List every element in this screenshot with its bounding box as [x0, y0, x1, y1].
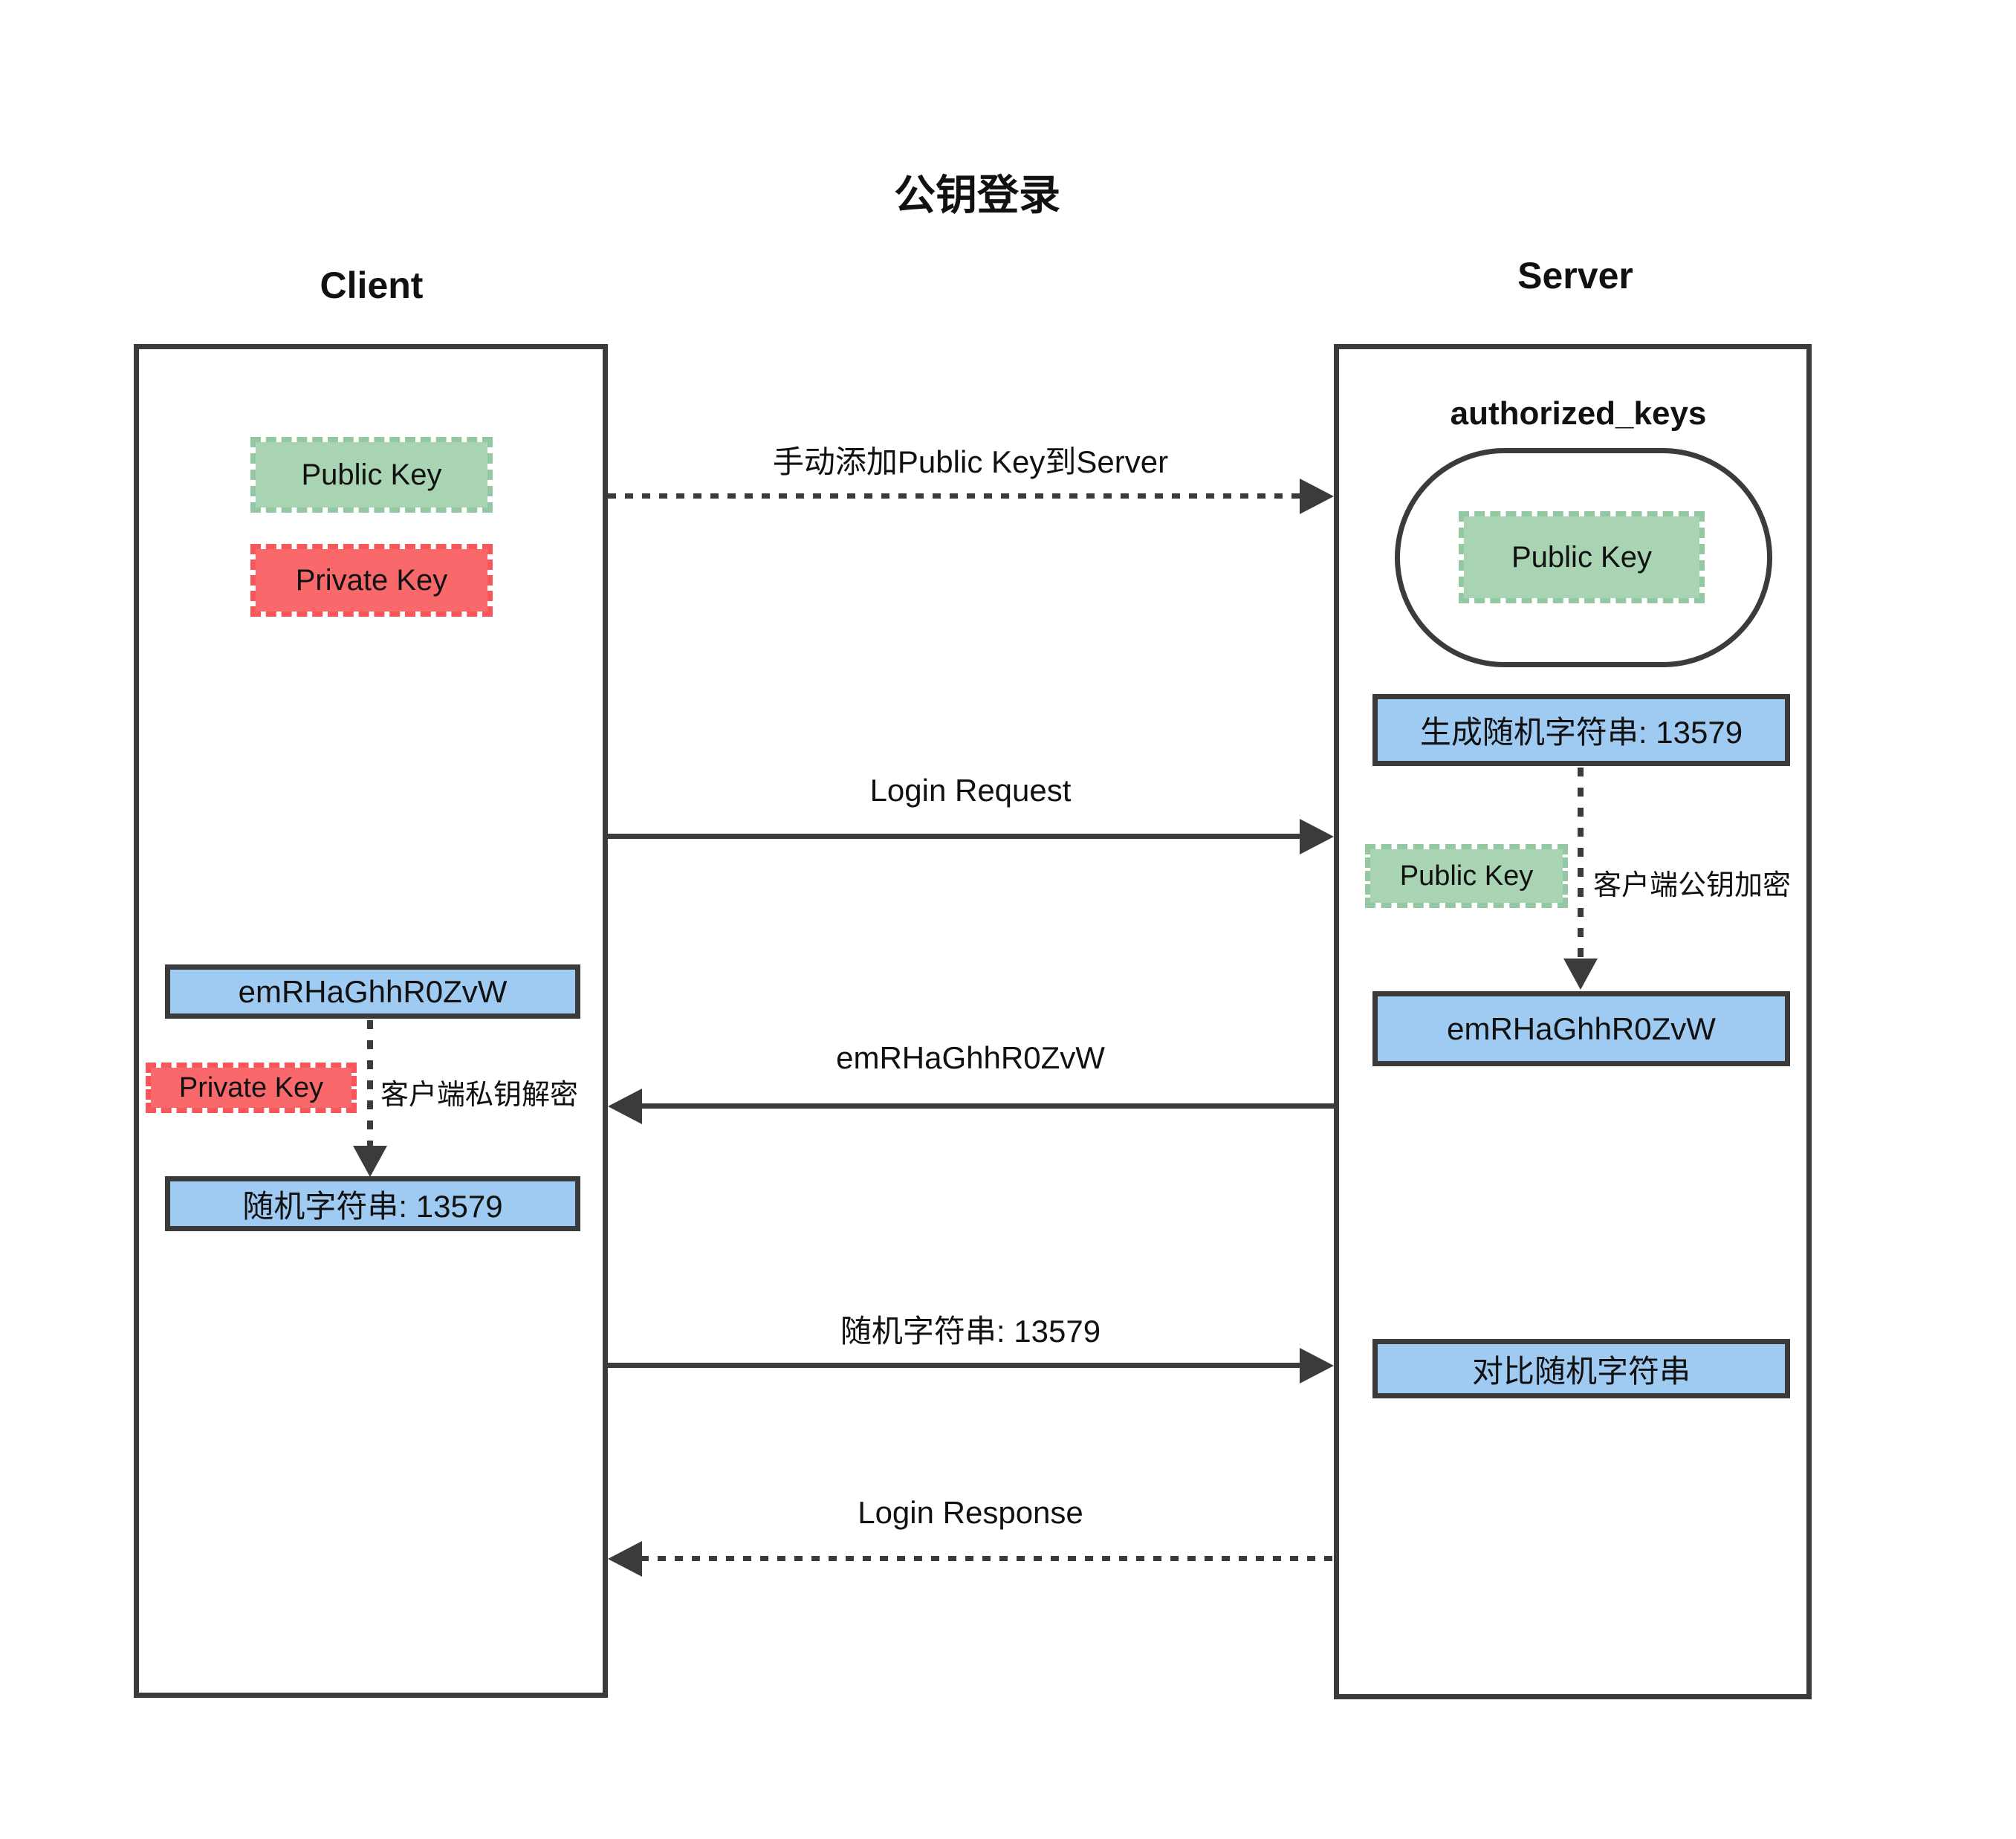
diagram-title: 公钥登录 — [894, 172, 1060, 218]
message-login-request-line — [608, 834, 1301, 839]
client-private-key-label: Private Key — [295, 563, 448, 597]
server-compare-string-box: 对比随机字符串 — [1372, 1339, 1790, 1398]
client-public-key-chip: Public Key — [250, 437, 493, 513]
client-encrypted-string-text: emRHaGhhR0ZvW — [238, 973, 508, 1009]
message-login-request-label: Login Request — [869, 773, 1072, 808]
client-decrypt-key-label: Private Key — [178, 1071, 324, 1103]
server-encrypt-key-label: Public Key — [1399, 860, 1534, 892]
server-generated-string-box: 生成随机字符串: 13579 — [1372, 694, 1790, 766]
server-encrypt-arrow-line — [1578, 768, 1584, 959]
server-compare-string-text: 对比随机字符串 — [1471, 1353, 1691, 1389]
message-add-public-key-arrowhead-icon — [1300, 479, 1334, 514]
client-decrypt-key-chip: Private Key — [146, 1063, 357, 1113]
client-encrypted-string-box: emRHaGhhR0ZvW — [165, 964, 580, 1019]
message-add-public-key-label: 手动添加Public Key到Server — [772, 444, 1169, 479]
server-stored-public-key-chip: Public Key — [1459, 511, 1705, 603]
server-encrypt-arrowhead-icon — [1563, 959, 1598, 990]
message-login-request-arrowhead-icon — [1300, 819, 1334, 854]
message-encrypted-reply-label: emRHaGhhR0ZvW — [836, 1040, 1105, 1075]
authorized-keys-title: authorized_keys — [1450, 395, 1707, 432]
message-encrypted-reply-line — [641, 1103, 1334, 1109]
message-login-response-line — [641, 1556, 1334, 1561]
client-decrypt-arrow-line — [367, 1020, 373, 1148]
server-generated-string-text: 生成随机字符串: 13579 — [1419, 715, 1743, 750]
server-encrypted-string-box: emRHaGhhR0ZvW — [1372, 991, 1790, 1066]
server-encrypt-note: 客户端公钥加密 — [1593, 870, 1792, 901]
message-add-public-key-line — [608, 493, 1301, 499]
server-stored-public-key-label: Public Key — [1511, 540, 1652, 574]
message-random-string-arrowhead-icon — [1300, 1348, 1334, 1384]
client-decrypted-string-text: 随机字符串: 13579 — [242, 1188, 503, 1224]
client-decrypt-note: 客户端私钥解密 — [380, 1080, 579, 1111]
client-decrypt-arrowhead-icon — [353, 1146, 387, 1177]
client-public-key-label: Public Key — [301, 458, 442, 491]
server-encrypted-string-text: emRHaGhhR0ZvW — [1447, 1011, 1716, 1046]
message-random-string-line — [608, 1363, 1301, 1368]
message-encrypted-reply-arrowhead-icon — [608, 1089, 642, 1124]
message-login-response-label: Login Response — [858, 1495, 1083, 1530]
client-decrypted-string-box: 随机字符串: 13579 — [165, 1176, 580, 1231]
server-encrypt-key-chip: Public Key — [1365, 844, 1568, 908]
client-private-key-chip: Private Key — [250, 544, 493, 617]
client-title: Client — [320, 265, 424, 306]
server-title: Server — [1517, 255, 1633, 296]
message-login-response-arrowhead-icon — [608, 1541, 642, 1577]
message-random-string-label: 随机字符串: 13579 — [840, 1314, 1101, 1349]
